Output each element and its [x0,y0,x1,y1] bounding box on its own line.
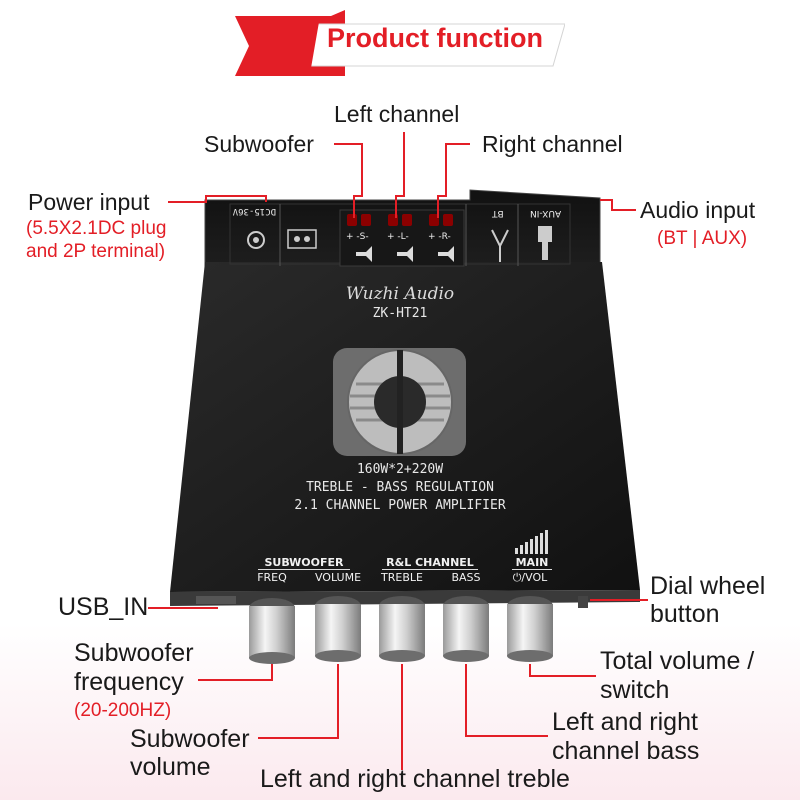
subwoofer-volume-knob[interactable] [315,598,361,660]
callout-subwoofer: Subwoofer [204,131,314,157]
bt-label: BT [492,208,504,218]
callout-total-volume-1: Total volume / [600,647,755,675]
speaker-label-right: + -R- [428,232,451,242]
knobs-row [249,596,553,664]
bass-knob[interactable] [443,598,489,660]
callout-total-volume-2: switch [600,676,670,704]
callout-right-channel: Right channel [482,131,623,157]
callout-sub-frequency-range: (20-200HZ) [74,700,172,721]
callout-power-input-detail-1: (5.5X2.1DC plug [26,218,167,239]
callout-lr-bass-1: Left and right [552,708,698,736]
knob-label-volume: VOLUME [314,571,362,584]
group-label-rl-channel: R&L CHANNEL [382,556,478,570]
device-brand: Wuzhi Audio [345,284,455,304]
device-model: ZK-HT21 [372,306,428,321]
speaker-label-left: + -L- [387,232,409,242]
callout-audio-input: Audio input [640,197,756,223]
regulation-text: TREBLE - BASS REGULATION [306,480,494,495]
amplifier-description: 2.1 CHANNEL POWER AMPLIFIER [294,498,506,513]
group-label-subwoofer: SUBWOOFER [258,556,350,570]
title-banner [235,10,565,76]
dial-wheel-button[interactable] [576,594,590,610]
aux-label: AUX-IN [530,208,562,218]
knob-label-bass: BASS [451,571,481,584]
callout-lr-bass-2: channel bass [552,737,700,765]
callout-audio-input-detail: (BT | AUX) [657,228,748,249]
knob-label-treble: TREBLE [381,571,423,584]
callout-usb-in: USB_IN [58,593,149,621]
knob-label-main-vol: ⏻/VOL [512,571,548,584]
knob-label-freq: FREQ [257,571,287,584]
callout-power-input-detail-2: and 2P terminal) [26,241,166,262]
treble-knob[interactable] [379,598,425,660]
power-rating: 160W*2+220W [356,462,444,477]
callout-lr-treble: Left and right channel treble [260,765,570,793]
callout-sub-frequency-2: frequency [74,668,184,696]
callout-left-channel: Left channel [334,101,460,127]
callout-dial-wheel-1: Dial wheel [650,572,766,600]
callout-sub-volume-1: Subwoofer [130,725,250,753]
callout-sub-frequency-1: Subwoofer [74,639,194,667]
callout-dial-wheel-2: button [650,600,720,628]
main-volume-knob[interactable] [507,598,553,660]
callout-power-input: Power input [28,189,150,215]
usb-port[interactable] [196,594,236,606]
speaker-label-sub: + -S- [346,232,369,242]
group-label-main: MAIN [512,556,552,570]
callout-sub-volume-2: volume [130,753,211,781]
banner-title: Product function [327,23,543,53]
dc-voltage-label: DC15-36V [232,206,276,216]
subwoofer-frequency-knob[interactable] [249,600,295,662]
